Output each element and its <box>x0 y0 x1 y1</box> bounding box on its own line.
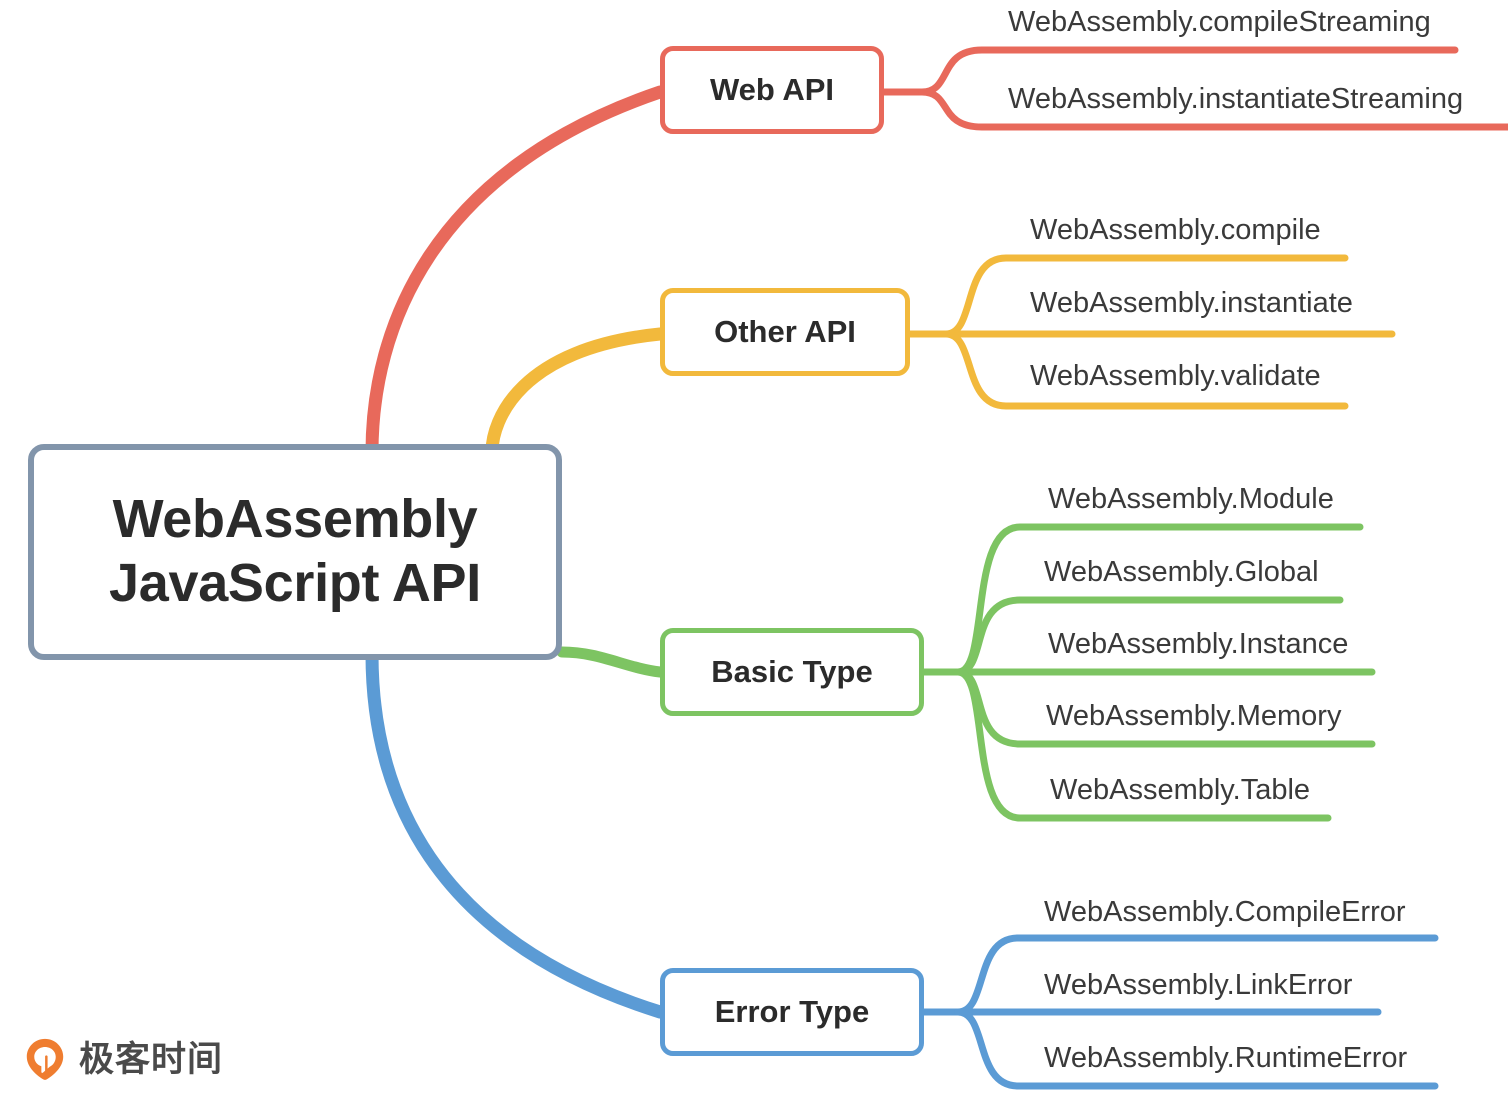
root-node-label-line2: JavaScript API <box>109 553 481 613</box>
leaf-wire-web-1 <box>918 88 1508 131</box>
branch-node-web-api[interactable]: Web API <box>660 46 884 134</box>
branch-node-error-type[interactable]: Error Type <box>660 968 924 1056</box>
leaf-label-error-0[interactable]: WebAssembly.CompileError <box>1044 896 1406 928</box>
root-node[interactable]: WebAssembly JavaScript API <box>28 444 562 660</box>
leaf-label-basic-3[interactable]: WebAssembly.Memory <box>1046 700 1342 732</box>
location-pin-icon <box>26 1038 64 1080</box>
leaf-label-error-2[interactable]: WebAssembly.RuntimeError <box>1044 1042 1408 1074</box>
trunk-error-type <box>365 647 667 1019</box>
trunk-web-api <box>365 85 667 459</box>
branch-label-other-api: Other API <box>714 314 856 349</box>
leaf-label-error-1[interactable]: WebAssembly.LinkError <box>1044 969 1353 1001</box>
leaf-label-web-0[interactable]: WebAssembly.compileStreaming <box>1008 6 1431 38</box>
leaf-wire-basic-4 <box>954 668 1332 822</box>
branch-label-error-type: Error Type <box>714 994 870 1029</box>
branch-label-web-api: Web API <box>709 72 834 107</box>
leaf-wire-other-0 <box>942 254 1349 338</box>
branch-node-other-api[interactable]: Other API <box>660 288 910 376</box>
leaf-wire-error-0 <box>954 934 1439 1016</box>
branch-label-basic-type: Basic Type <box>711 654 873 689</box>
trunk-basic-type <box>556 646 666 678</box>
leaf-label-basic-0[interactable]: WebAssembly.Module <box>1048 483 1334 515</box>
geektime-logo: 极客时间 <box>22 1036 223 1082</box>
leaf-wire-error-2 <box>954 1008 1439 1090</box>
leaf-label-basic-4[interactable]: WebAssembly.Table <box>1050 774 1311 806</box>
root-node-label-line1: WebAssembly <box>112 489 478 550</box>
branch-node-basic-type[interactable]: Basic Type <box>660 628 924 716</box>
leaf-label-other-0[interactable]: WebAssembly.compile <box>1030 214 1321 246</box>
leaf-label-other-1[interactable]: WebAssembly.instantiate <box>1030 287 1353 319</box>
geektime-logo-text: 极客时间 <box>79 1039 224 1079</box>
trunk-other-api <box>485 327 667 459</box>
leaf-label-other-2[interactable]: WebAssembly.validate <box>1030 360 1321 392</box>
leaf-label-basic-1[interactable]: WebAssembly.Global <box>1044 556 1319 588</box>
leaf-label-web-1[interactable]: WebAssembly.instantiateStreaming <box>1008 83 1464 115</box>
leaf-label-basic-2[interactable]: WebAssembly.Instance <box>1048 628 1349 660</box>
leaf-wire-other-2 <box>942 330 1349 410</box>
